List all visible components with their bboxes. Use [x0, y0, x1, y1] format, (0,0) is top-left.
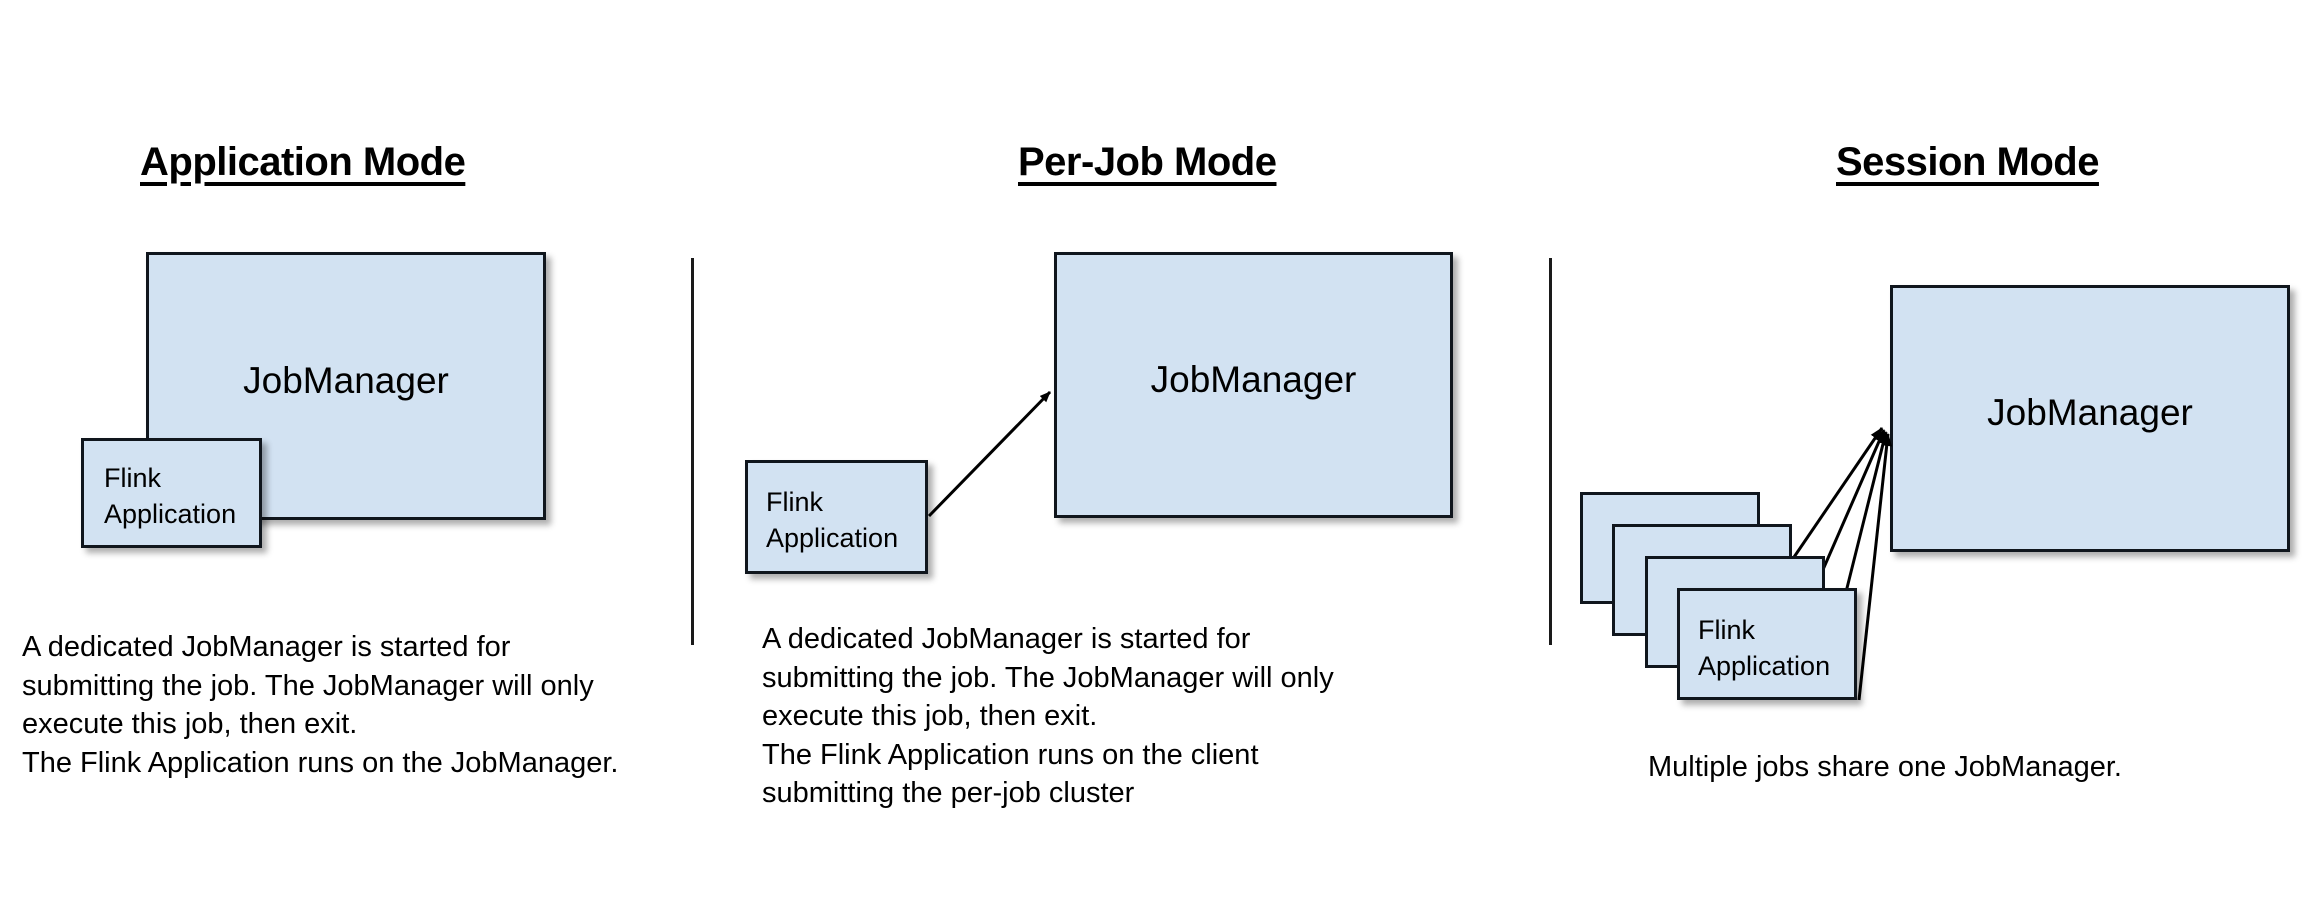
description-session-mode: Multiple jobs share one JobManager.: [1648, 751, 2122, 783]
flink-application-label-application-mode: Flink Application: [104, 463, 237, 529]
flink-application-box-session-mode-1: Flink Application: [1677, 588, 1857, 700]
flink-application-label-per-job-mode: Flink Application: [766, 487, 899, 553]
column-divider-1: [691, 258, 694, 645]
description-application-mode: A dedicated JobManager is started for su…: [22, 631, 619, 779]
jobmanager-label-application-mode: JobManager: [243, 360, 449, 401]
flink-application-box-per-job-mode: Flink Application: [745, 460, 928, 574]
jobmanager-label-per-job-mode: JobManager: [1150, 359, 1357, 400]
flink-application-label-session-mode: Flink Application: [1698, 615, 1831, 681]
column-title-per-job-mode: Per-Job Mode: [1018, 140, 1277, 184]
description-per-job-mode: A dedicated JobManager is started for su…: [762, 623, 1334, 810]
arrow-app-to-jobmanager-per-job: [927, 390, 1052, 518]
column-title-application-mode: Application Mode: [140, 140, 466, 184]
jobmanager-box-per-job-mode: JobManager: [1054, 252, 1453, 518]
jobmanager-label-session-mode: JobManager: [1987, 392, 2193, 433]
flink-application-box-application-mode: Flink Application: [81, 438, 262, 548]
column-title-session-mode: Session Mode: [1836, 140, 2099, 184]
arrow-app-to-jobmanager-session-1: [1857, 433, 1893, 701]
jobmanager-box-session-mode: JobManager: [1890, 285, 2290, 552]
column-divider-2: [1549, 258, 1552, 645]
